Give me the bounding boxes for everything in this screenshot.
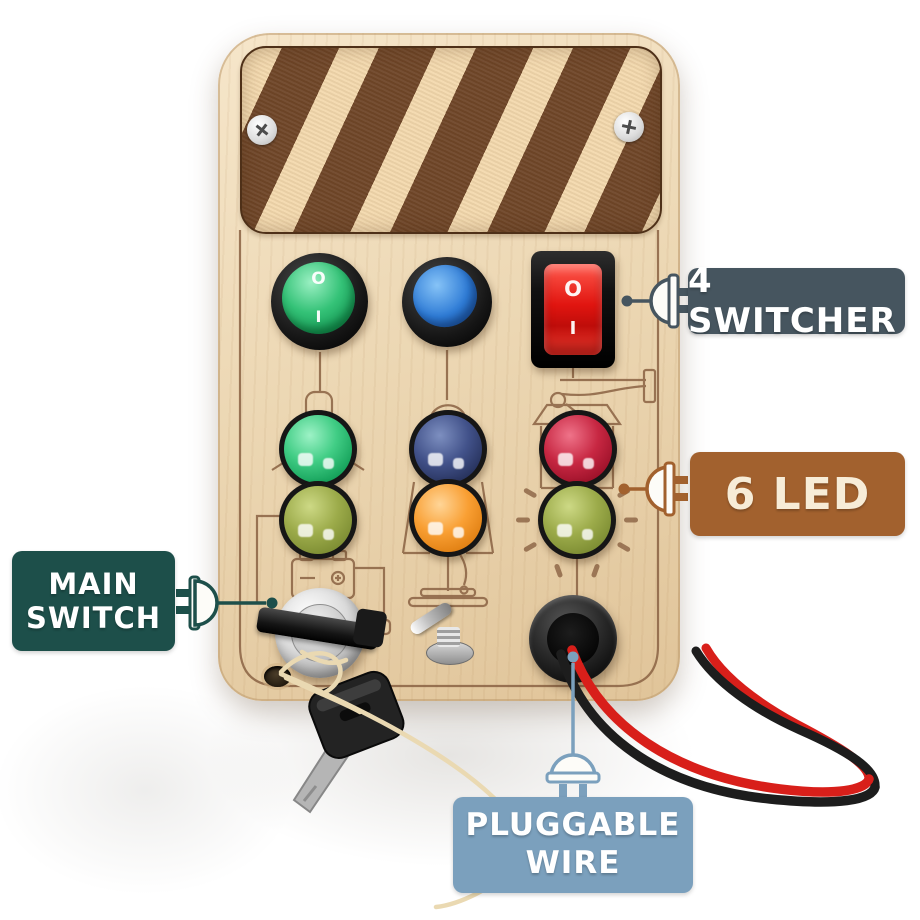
phillips-screw-icon [614,112,644,142]
toggle-switch-bushing [437,627,460,647]
led-callout-label: 6 LED [690,452,905,536]
phillips-screw-icon [247,115,277,145]
switch-marking-o: O [564,277,582,301]
pluggable-wire-callout-label: PLUGGABLE WIRE [453,797,693,893]
green-rocker-switch: O I [271,253,368,350]
main-switch-callout-label: MAIN SWITCH [12,551,175,651]
green-led [279,410,357,488]
switcher-callout-label: 4 SWITCHER [688,261,905,341]
string-hole [264,666,291,687]
red-led [539,410,617,488]
switch-marking-o: O [311,269,326,289]
red-switch-rocker: O I [544,264,602,355]
blue-rocker-switch [402,257,492,347]
olive-led [538,481,616,559]
olive-led [279,481,357,559]
navy-blue-led [409,410,487,488]
orange-led [409,479,487,557]
striped-top-panel [240,46,662,234]
wire-socket [529,595,617,683]
blue-switch-cap [406,258,484,334]
switch-marking-i: I [315,307,322,326]
green-switch-cap: O I [282,262,355,334]
red-rocker-switch: O I [531,251,615,368]
switch-marking-i: I [569,318,577,339]
key-switch [255,588,388,678]
